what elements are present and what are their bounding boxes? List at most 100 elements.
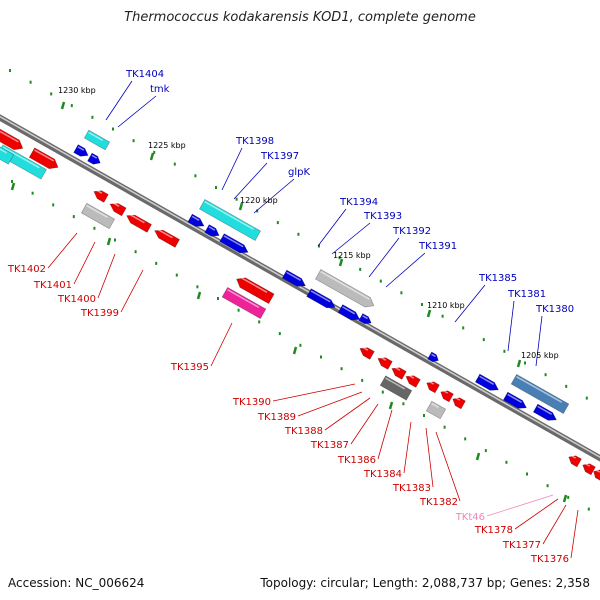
gene-label-tk1392: TK1392 [392,226,431,237]
label-leader-lines [47,80,579,559]
major-tick [106,237,112,246]
gene-shine [342,306,356,315]
gene-label-tk1383: TK1383 [392,483,431,494]
gene-blue [427,351,439,363]
gene-blue [219,233,249,254]
leader-line [377,409,393,460]
gene-label-tk1400: TK1400 [57,294,96,305]
backbone-highlight [0,115,600,459]
gene-red [359,346,375,360]
gene-shine [570,454,577,459]
gene-label-glpk: glpK [288,167,310,178]
gene-gray [80,202,116,230]
accession-text: Accession: NC_006624 [8,576,145,590]
scale-label: 1205 kbp [521,351,559,360]
gene-blue [474,373,499,391]
gene-shine [516,376,563,403]
leader-line [435,431,461,502]
gene-shine [111,201,120,207]
major-tick [338,258,344,267]
leader-line [542,504,567,545]
gene-label-tk1387: TK1387 [310,440,349,451]
gene-red [440,389,454,403]
gene-body [425,400,447,420]
gene-shine [584,462,591,467]
gene-red [93,189,109,203]
gene-body [358,313,372,325]
topology-summary: Topology: circular; Length: 2,088,737 bp… [260,576,590,590]
gene-label-tk1404: TK1404 [125,69,164,80]
gene-blue [87,152,101,165]
leader-line [317,208,347,247]
gene-red [109,201,127,217]
leader-line [570,509,579,559]
gene-shine [479,375,494,385]
gene-red [568,454,582,468]
leader-line [331,222,371,255]
gene-label-tk1385: TK1385 [478,273,517,284]
leader-line [221,147,243,191]
gene-red [426,380,440,394]
gene-body [87,152,101,165]
gene-blue [502,391,527,409]
gene-shine [428,380,435,385]
gene-body [426,381,440,394]
gene-label-tk1394: TK1394 [339,197,378,208]
leader-line [535,315,543,367]
scale-label: 1230 kbp [58,86,96,95]
gene-body [306,288,336,309]
gene-gray [425,400,447,420]
gene-red [391,366,407,380]
gene-cyan [0,139,15,165]
leader-line [210,322,233,367]
gene-label-tk1381: TK1381 [507,289,546,300]
map-title: Thermococcus kodakarensis KOD1, complete… [124,10,476,25]
gene-shine [208,226,216,231]
gene-body [28,147,59,170]
scale-label: 1225 kbp [148,141,186,150]
scale-label: 1215 kbp [333,251,371,260]
gene-shine [407,374,415,379]
gene-cyan [199,199,261,241]
gene-body [379,375,413,401]
leader-line [507,300,515,352]
gene-red [126,213,152,233]
gene-red [405,374,421,388]
scale-label: 1220 kbp [240,196,278,205]
gene-body [187,213,205,227]
gene-blue [337,304,361,321]
gene-blue [532,403,557,421]
leader-line [253,178,295,214]
major-tick [238,202,244,211]
gene-blue [187,213,205,227]
major-tick [60,101,66,110]
leader-line [385,252,426,288]
gene-shine [223,235,244,248]
gene-body [221,286,267,320]
gene-label-tk1386: TK1386 [337,455,376,466]
leader-line [73,241,96,285]
gene-body [126,214,152,233]
gene-label-tk1398: TK1398 [235,136,274,147]
gene-shine [204,201,254,230]
gene-shine [238,275,268,294]
gene-label-tk1377: TK1377 [502,540,541,551]
gene-shine [320,271,370,300]
leader-line [486,494,554,517]
gene-body [440,390,454,403]
gene-shine [0,128,19,143]
gene-label-tk1390: TK1390 [232,397,271,408]
gene-body [474,373,499,391]
gene-body [502,391,527,409]
leader-line [97,253,116,299]
gene-body [359,347,375,360]
gene-red [0,126,24,151]
gene-label-tk1395: TK1395 [170,362,209,373]
gene-shine [431,402,439,409]
gene-body [93,190,109,203]
gene-body [391,367,407,380]
gene-body [315,269,375,308]
